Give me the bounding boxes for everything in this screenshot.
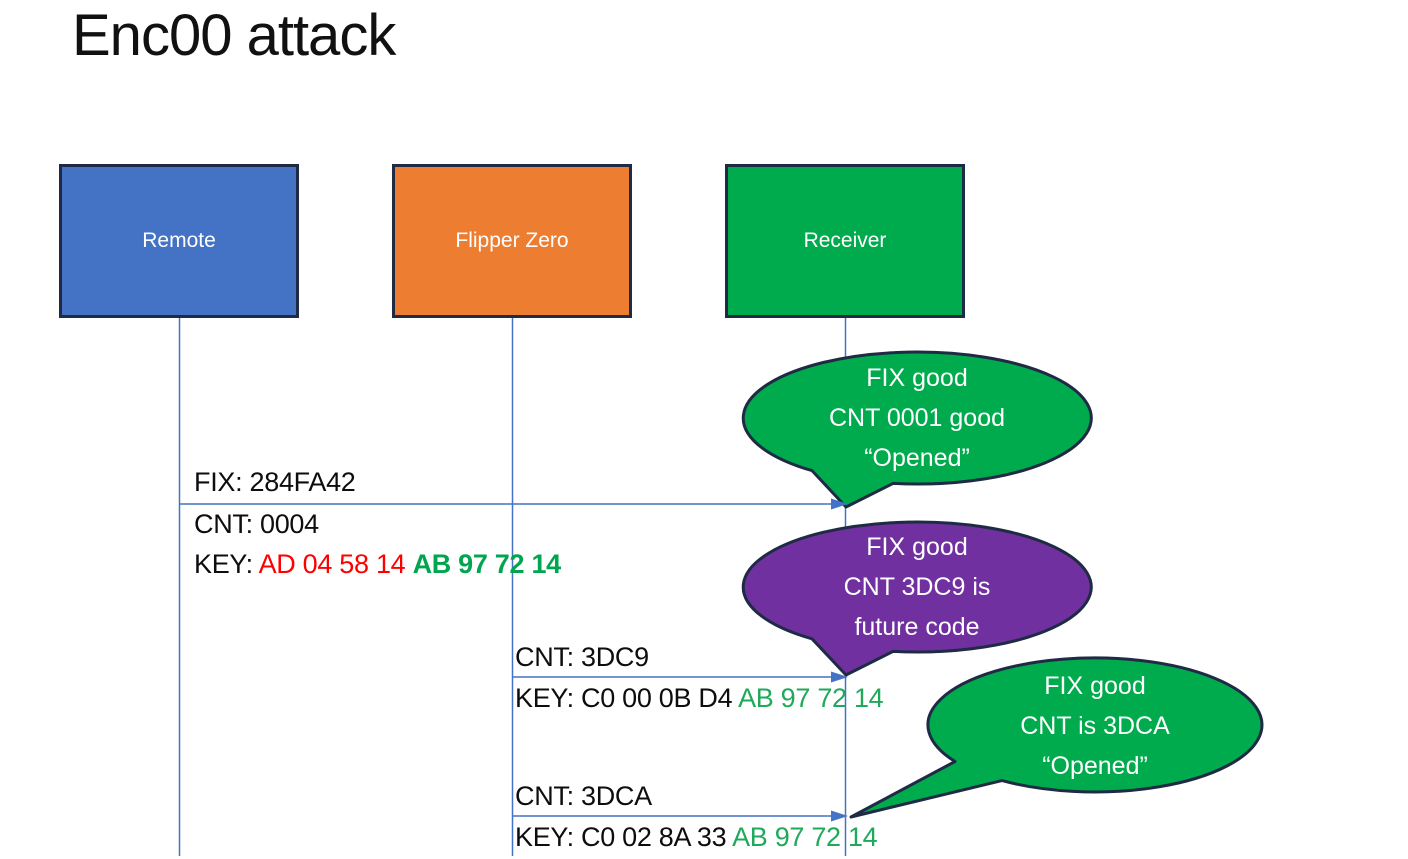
callout-bubble-1 bbox=[741, 350, 1093, 509]
message-3-cnt-label: CNT: 3DCA bbox=[515, 781, 652, 811]
message-arrow-2-head bbox=[831, 671, 848, 683]
message-3-key-prefix: KEY: bbox=[515, 822, 582, 852]
callout-1-line-2: CNT 0001 good bbox=[828, 404, 1006, 432]
message-3-key-black-bytes: C0 02 8A 33 bbox=[581, 822, 733, 852]
message-1-key-prefix: KEY: bbox=[194, 549, 259, 579]
actor-label-remote: Remote bbox=[142, 229, 216, 252]
message-1-key-red-bytes: AD 04 58 14 bbox=[258, 549, 413, 579]
message-1-fix-label: FIX: 284FA42 bbox=[194, 467, 356, 497]
callout-3-line-3: “Opened” bbox=[1042, 752, 1148, 780]
actor-label-flipper-zero: Flipper Zero bbox=[455, 229, 569, 252]
actor-box-flipper-zero: Flipper Zero bbox=[392, 164, 632, 318]
message-3-key-label: KEY: C0 02 8A 33 AB 97 72 14 bbox=[515, 821, 878, 855]
message-3-key-green-bytes: AB 97 72 14 bbox=[732, 822, 878, 852]
message-2-key-green-bytes: AB 97 72 14 bbox=[738, 683, 884, 713]
callout-bubble-2 bbox=[741, 520, 1093, 677]
callout-2-line-1: FIX good bbox=[866, 533, 968, 561]
callout-2-text: FIX good CNT 3DC9 is future code bbox=[745, 527, 1089, 647]
message-1-key-label: KEY: AD 04 58 14 AB 97 72 14 bbox=[194, 548, 561, 582]
callout-1-text: FIX good CNT 0001 good “Opened” bbox=[745, 358, 1089, 478]
callout-3-line-2: CNT is 3DCA bbox=[1020, 712, 1170, 740]
message-2-key-label: KEY: C0 00 0B D4 AB 97 72 14 bbox=[515, 682, 884, 716]
callout-3-text: FIX good CNT is 3DCA “Opened” bbox=[923, 666, 1267, 786]
callout-2-line-2: CNT 3DC9 is bbox=[843, 573, 991, 601]
callout-1-line-3: “Opened” bbox=[864, 444, 970, 472]
actor-box-remote: Remote bbox=[59, 164, 299, 318]
callout-1-line-1: FIX good bbox=[866, 364, 968, 392]
actor-box-receiver: Receiver bbox=[725, 164, 965, 318]
callout-2-line-3: future code bbox=[854, 613, 980, 641]
callout-3-line-1: FIX good bbox=[1044, 672, 1146, 700]
message-arrow-1-head bbox=[831, 498, 848, 510]
message-2-key-black-bytes: C0 00 0B D4 bbox=[581, 683, 739, 713]
callout-bubble-3 bbox=[849, 656, 1264, 819]
page-title: Enc00 attack bbox=[72, 3, 396, 68]
message-2-key-prefix: KEY: bbox=[515, 683, 582, 713]
actor-label-receiver: Receiver bbox=[803, 229, 887, 252]
message-1-key-green-bytes: AB 97 72 14 bbox=[412, 549, 562, 579]
message-arrow-3-head bbox=[831, 810, 848, 822]
message-2-cnt-label: CNT: 3DC9 bbox=[515, 642, 649, 672]
message-1-cnt-label: CNT: 0004 bbox=[194, 509, 319, 539]
